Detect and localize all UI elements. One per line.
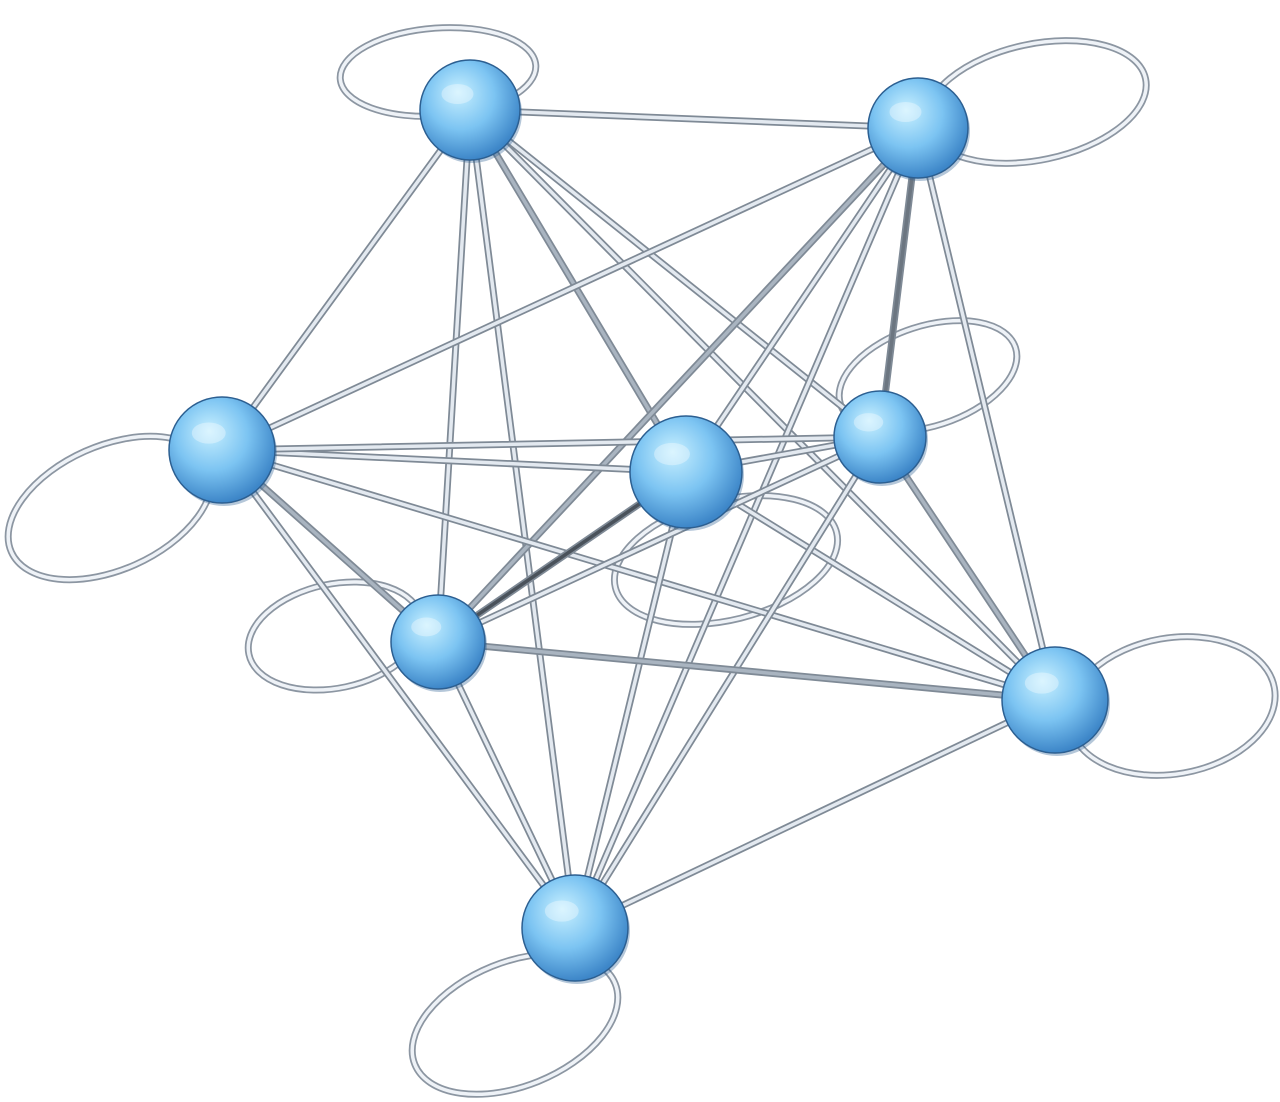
edge-n2-n6 <box>434 124 922 646</box>
edge-n3-n5 <box>218 433 884 454</box>
edge-n7-n8 <box>571 696 1059 932</box>
node-n4 <box>629 415 744 531</box>
node-n5 <box>833 390 928 486</box>
edge-n3-n8 <box>218 446 579 932</box>
edge-n2-n7 <box>914 124 1059 704</box>
node-n6 <box>390 594 487 692</box>
edge-n1-n7 <box>466 106 1059 704</box>
nodes <box>168 59 1110 984</box>
edge-n2-n5 <box>876 124 922 441</box>
edges <box>218 106 1059 932</box>
node-n3 <box>168 396 277 506</box>
self-loops <box>4 24 1279 1098</box>
node-n7 <box>1001 646 1110 756</box>
edge-n5-n6 <box>434 433 884 646</box>
edge-n2-n4 <box>682 124 922 476</box>
edge-n1-n8 <box>466 106 579 932</box>
node-n8 <box>521 874 630 984</box>
self-loop-n8 <box>408 950 622 1098</box>
edge-n2-n8 <box>571 124 922 932</box>
node-n2 <box>867 77 970 181</box>
edge-n3-n4 <box>218 446 690 476</box>
edge-n2-n3 <box>218 124 922 454</box>
edge-n6-n7 <box>434 638 1059 704</box>
edge-n1-n2 <box>466 106 922 132</box>
edge-n1-n6 <box>434 106 474 646</box>
edge-n5-n8 <box>571 433 884 932</box>
edge-n3-n7 <box>218 446 1059 704</box>
node-n1 <box>419 59 522 163</box>
edge-n4-n8 <box>571 468 690 932</box>
edge-n1-n3 <box>218 106 474 454</box>
edge-n4-n7 <box>682 468 1059 704</box>
